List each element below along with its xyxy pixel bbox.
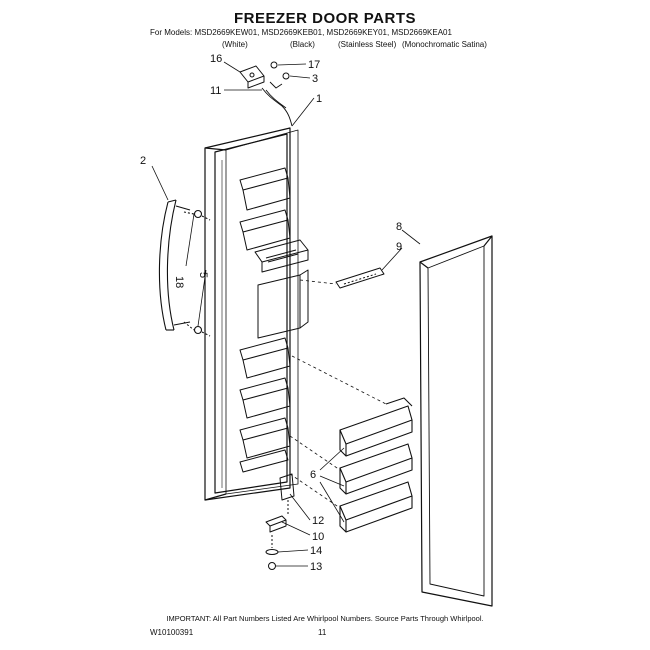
callout-1: 1 bbox=[316, 93, 322, 105]
color-black-label: (Black) bbox=[290, 40, 315, 49]
color-white-label: (White) bbox=[222, 40, 248, 49]
page-title: FREEZER DOOR PARTS bbox=[233, 10, 417, 27]
callout-13: 13 bbox=[310, 561, 322, 573]
door-gasket bbox=[419, 235, 493, 607]
callout-2: 2 bbox=[140, 155, 146, 167]
models-line: For Models: MSD2669KEW01, MSD2669KEB01, … bbox=[150, 28, 452, 37]
callout-11: 11 bbox=[210, 85, 221, 97]
callout-18: 18 bbox=[173, 276, 185, 288]
top-hinge-assembly bbox=[239, 61, 293, 127]
door-inner-shelves bbox=[239, 167, 291, 473]
callout-6: 6 bbox=[310, 469, 316, 481]
exploded-guide-lines bbox=[289, 279, 387, 509]
callout-3: 3 bbox=[312, 73, 318, 85]
color-satina-label: (Monochromatic Satina) bbox=[402, 40, 487, 49]
door-panel bbox=[204, 127, 299, 501]
callout-10: 10 bbox=[312, 531, 324, 543]
callout-17: 17 bbox=[308, 59, 320, 71]
color-stainless-label: (Stainless Steel) bbox=[338, 40, 397, 49]
seal-strip bbox=[335, 267, 385, 289]
door-handle bbox=[158, 199, 211, 337]
bottom-hinge-assembly bbox=[265, 473, 295, 570]
callout-16: 16 bbox=[210, 53, 222, 65]
callout-12: 12 bbox=[312, 515, 324, 527]
callout-8: 8 bbox=[396, 221, 402, 233]
important-note: IMPORTANT: All Part Numbers Listed Are W… bbox=[166, 614, 484, 623]
leader-lines bbox=[151, 61, 421, 567]
dispenser-housing bbox=[254, 239, 309, 339]
document-code: W10100391 bbox=[150, 628, 194, 637]
callout-14: 14 bbox=[310, 545, 322, 557]
page-number: 11 bbox=[318, 628, 327, 637]
callout-9: 9 bbox=[396, 241, 402, 253]
door-bins bbox=[339, 397, 413, 533]
callout-5: 5 bbox=[197, 272, 209, 278]
